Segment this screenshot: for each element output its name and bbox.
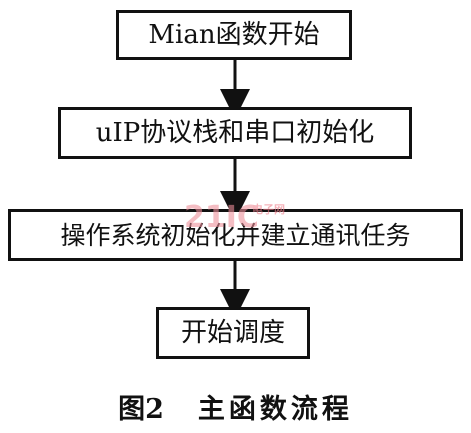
flowchart-step-start-scheduling: 开始调度 — [156, 307, 310, 359]
flowchart-step-uip-serial-init: uIP协议栈和串口初始化 — [58, 107, 412, 159]
figure-caption: 图2 主函数流程 — [0, 392, 471, 426]
brand-watermark: 21IC 电子网 — [184, 199, 302, 235]
flowchart-step-os-init-create-task: 操作系统初始化并建立通讯任务 — [8, 209, 463, 261]
flowchart-step-main-start: Mian函数开始 — [116, 10, 352, 60]
svg-text:21IC: 21IC — [184, 200, 259, 235]
figure-number: 图2 — [118, 393, 164, 425]
figure-title: 主函数流程 — [197, 393, 353, 425]
svg-text:电子网: 电子网 — [252, 202, 285, 216]
